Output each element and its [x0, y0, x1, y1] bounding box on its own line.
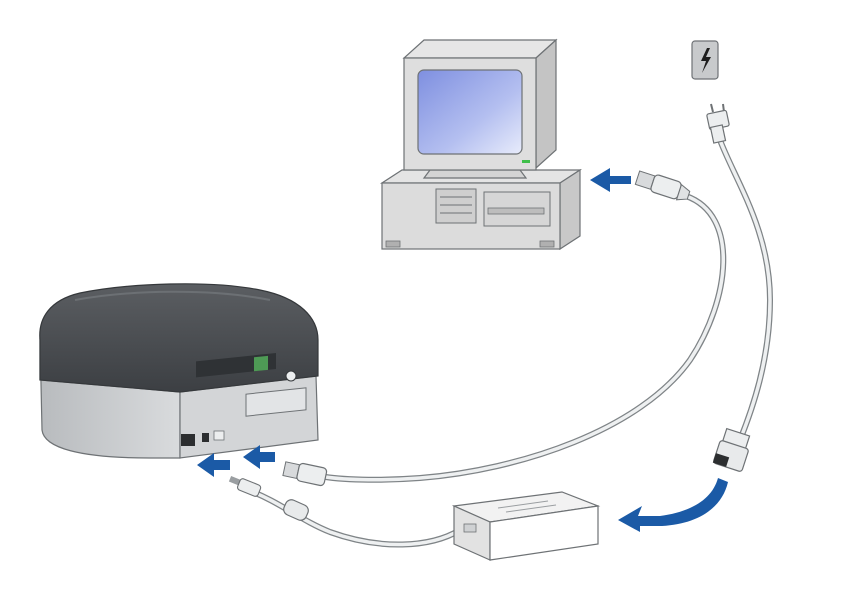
arrow-usb-to-computer [590, 168, 631, 192]
usb-plug-printer [282, 460, 327, 486]
arrow-mains-to-adapter [618, 478, 728, 532]
dc-plug [227, 474, 261, 497]
iec-connector [713, 429, 750, 472]
power-adapter [454, 492, 598, 560]
usb-plug-computer [635, 169, 692, 203]
computer [382, 40, 580, 249]
power-led [522, 160, 530, 163]
printer [40, 284, 318, 458]
computer-base-unit [382, 170, 580, 249]
ribbon-core [254, 356, 268, 371]
printer-power-port [181, 434, 195, 446]
wall-plug [707, 104, 730, 143]
printer-usb-port [202, 433, 209, 442]
computer-monitor [404, 40, 556, 178]
arrow-dc-to-printer [197, 453, 230, 477]
mains-cable [707, 104, 770, 472]
dc-cable [227, 474, 460, 544]
wall-socket [692, 41, 718, 79]
